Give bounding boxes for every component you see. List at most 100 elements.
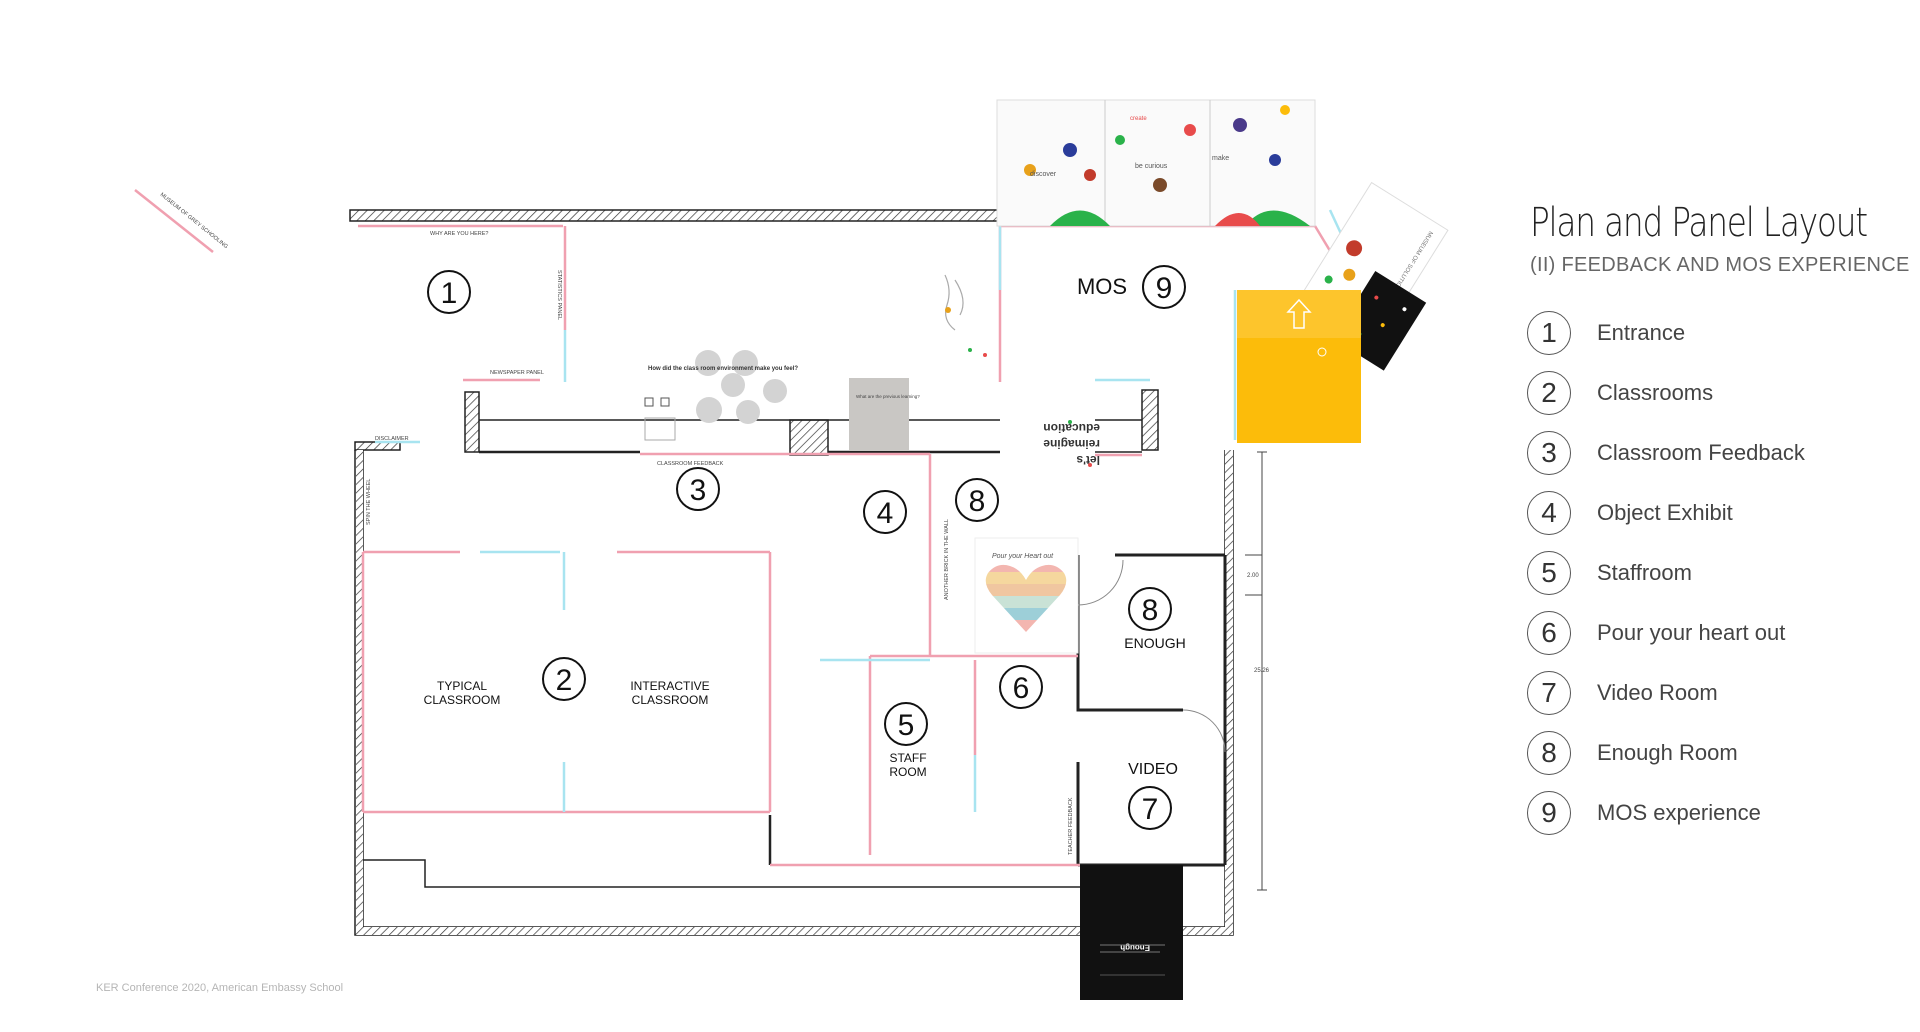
legend-item-entrance: 1 Entrance [1527, 303, 1910, 363]
south-corridor-line [363, 859, 1080, 888]
legend: Plan and Panel Layout (II) FEEDBACK AND … [1527, 200, 1910, 843]
legend-num: 3 [1527, 431, 1571, 475]
north-wall [349, 209, 1001, 222]
legend-label: Entrance [1597, 320, 1686, 345]
legend-item-classroom-feedback: 3 Classroom Feedback [1527, 423, 1910, 483]
dimension-lines: 2.00 25.26 [1245, 451, 1270, 891]
reimagine-line3: education [1043, 421, 1100, 435]
label-staff-1: STAFF [889, 751, 926, 765]
wall-hatch-west [356, 450, 363, 935]
legend-num: 7 [1527, 671, 1571, 715]
legend-num: 2 [1527, 371, 1571, 415]
label-enough: ENOUGH [1124, 635, 1185, 651]
panel-museum: MUSEUM OF GREY SCHOOLING [159, 192, 229, 250]
room-number-circles [427, 265, 1186, 830]
door-swing-video [1182, 709, 1226, 753]
panel-spin: SPIN THE WHEEL [366, 479, 372, 525]
heart-panel: Pour your Heart out [974, 537, 1079, 654]
enough-room-wall [1076, 555, 1183, 712]
legend-item-staffroom: 5 Staffroom [1527, 543, 1910, 603]
object-question: What are the previous learning? [856, 394, 920, 399]
door-swing-enough [1077, 559, 1124, 606]
legend-num: 1 [1527, 311, 1571, 355]
heart-title: Pour your Heart out [992, 553, 1054, 560]
legend-title: Plan and Panel Layout [1530, 200, 1868, 246]
panel-newspaper: NEWSPAPER PANEL [490, 370, 544, 376]
room-num-8b: 8 [1142, 594, 1159, 627]
label-interactive-2: CLASSROOM [632, 693, 709, 707]
label-interactive-1: INTERACTIVE [630, 679, 709, 693]
feedback-graphic: How did the class room environment make … [644, 350, 798, 441]
room-labels: TYPICAL CLASSROOM INTERACTIVE CLASSROOM … [424, 274, 1186, 779]
mural-discover: discover [1030, 171, 1057, 178]
room-num-5: 5 [898, 709, 915, 742]
legend-label: MOS experience [1597, 800, 1761, 825]
legend-item-mos: 9 MOS experience [1527, 783, 1910, 843]
panel-why: WHY ARE YOU HERE? [430, 231, 488, 237]
room-num-3: 3 [690, 474, 707, 507]
legend-num: 6 [1527, 611, 1571, 655]
legend-num: 9 [1527, 791, 1571, 835]
panel-text-labels: WHY ARE YOU HERE? STATISTICS PANEL NEWSP… [159, 192, 1074, 855]
legend-item-enough: 8 Enough Room [1527, 723, 1910, 783]
panel-lines [134, 189, 1397, 867]
legend-label: Pour your heart out [1597, 620, 1786, 645]
brick-wall-graphic [944, 274, 987, 357]
feedback-question: How did the class room environment make … [648, 366, 798, 372]
legend-label: Staffroom [1597, 560, 1692, 585]
legend-num: 4 [1527, 491, 1571, 535]
legend-item-heart: 6 Pour your heart out [1527, 603, 1910, 663]
legend-label: Classroom Feedback [1597, 440, 1805, 465]
legend-label: Video Room [1597, 680, 1718, 705]
room-number-text: 1 2 3 4 8 5 6 7 8 9 [441, 272, 1173, 826]
panel-teacher: TEACHER FEEDBACK [1068, 797, 1074, 855]
object-exhibit-panel: What are the previous learning? [849, 378, 920, 451]
pillar-right [1141, 389, 1159, 451]
label-mos: MOS [1077, 274, 1127, 299]
yellow-panel [1237, 290, 1361, 443]
legend-label: Classrooms [1597, 380, 1714, 405]
reimagine-line2: reimagine [1043, 437, 1100, 451]
legend-label: Enough Room [1597, 740, 1738, 765]
panel-classroom-feedback: CLASSROOM FEEDBACK [657, 461, 724, 467]
reimagine-line1: let's [1076, 453, 1100, 467]
room-num-4: 4 [877, 497, 894, 530]
legend-item-video: 7 Video Room [1527, 663, 1910, 723]
label-typical-1: TYPICAL [437, 679, 487, 693]
wall-hatch-south [356, 927, 1233, 935]
footer-credit: KER Conference 2020, American Embassy Sc… [96, 982, 344, 994]
legend-label: Object Exhibit [1597, 500, 1733, 525]
legend-num: 5 [1527, 551, 1571, 595]
room-num-2: 2 [556, 664, 573, 697]
outer-wall-inner-line [362, 450, 1226, 928]
structural-walls [349, 209, 1234, 936]
legend-item-classrooms: 2 Classrooms [1527, 363, 1910, 423]
legend-subtitle: (II) FEEDBACK AND MOS EXPERIENCE [1530, 254, 1910, 276]
panel-statistics: STATISTICS PANEL [556, 270, 562, 320]
video-black-panel: Enough [1080, 865, 1183, 1000]
panel-disclaimer: DISCLAIMER [375, 436, 409, 442]
mural-curious: be curious [1135, 163, 1168, 170]
room-num-8a: 8 [969, 485, 986, 518]
dim-2: 2.00 [1247, 573, 1259, 579]
wall-hatch-east [1225, 450, 1233, 935]
pillar-mid [789, 419, 829, 456]
room-num-1: 1 [441, 277, 458, 310]
room-num-9: 9 [1156, 272, 1173, 305]
legend-list: 1 Entrance 2 Classrooms 3 Classroom Feed… [1527, 303, 1910, 843]
mural-make: make [1212, 155, 1229, 162]
mural-create: create [1130, 116, 1147, 122]
panel-brick: ANOTHER BRICK IN THE WALL [944, 519, 950, 600]
label-staff-2: ROOM [889, 765, 926, 779]
room-num-7: 7 [1142, 793, 1159, 826]
legend-item-object-exhibit: 4 Object Exhibit [1527, 483, 1910, 543]
mos-mural: discover be curious make create [996, 99, 1316, 227]
label-typical-2: CLASSROOM [424, 693, 501, 707]
reimagine-graphic: let's reimagine education [1043, 420, 1100, 467]
legend-num: 8 [1527, 731, 1571, 775]
label-video: VIDEO [1128, 761, 1178, 778]
black-panel-word: Enough [1120, 943, 1150, 952]
dim-25: 25.26 [1254, 668, 1270, 674]
room-num-6: 6 [1013, 672, 1030, 705]
